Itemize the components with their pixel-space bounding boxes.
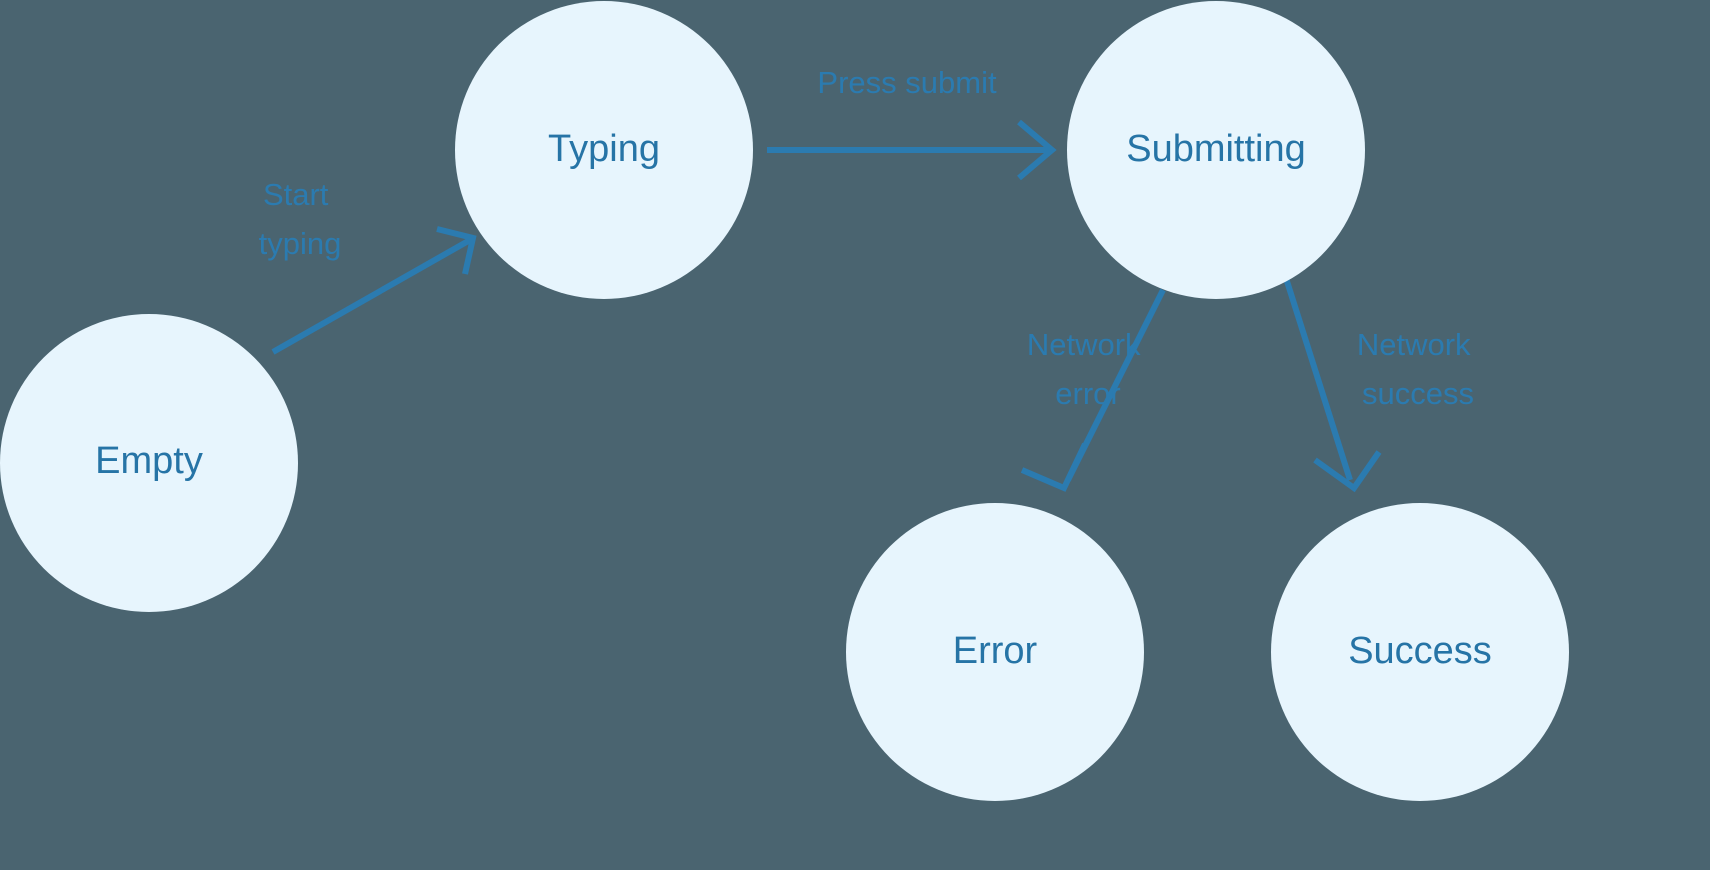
edge-empty-to-typing (271, 226, 477, 355)
state-node-label-typing: Typing (548, 128, 660, 170)
arrowhead-typing-to-submitting (1017, 119, 1057, 181)
state-node-label-error: Error (953, 630, 1038, 672)
arrowhead-submitting-to-success (1313, 450, 1382, 493)
edge-line-submitting-to-success (1282, 274, 1353, 481)
edge-line-empty-to-typing (271, 237, 472, 355)
edge-label-network-error: Network error (1027, 327, 1149, 411)
edge-label-network-success: Network success (1357, 327, 1479, 411)
edge-typing-to-submitting (767, 119, 1057, 181)
edge-submitting-to-error (1020, 288, 1166, 492)
edge-submitting-to-success (1282, 274, 1382, 493)
state-node-circle-success[interactable] (1271, 503, 1569, 801)
state-node-circle-typing[interactable] (455, 1, 753, 299)
state-node-success[interactable]: Success (1271, 503, 1569, 801)
state-node-label-submitting: Submitting (1126, 128, 1306, 170)
state-node-typing[interactable]: Typing (455, 1, 753, 299)
state-node-circle-submitting[interactable] (1067, 1, 1365, 299)
edge-label-line: Network (1357, 327, 1471, 362)
edge-label-press-submit: Press submit (817, 65, 997, 100)
edge-label-line: Network (1027, 327, 1141, 362)
edge-label-line: success (1362, 376, 1474, 411)
edge-label-line: error (1055, 376, 1120, 411)
edge-label-line: typing (259, 226, 342, 261)
state-node-circle-empty[interactable] (0, 314, 298, 612)
state-node-label-success: Success (1348, 630, 1492, 672)
edge-label-line: Press submit (817, 65, 997, 100)
state-node-circle-error[interactable] (846, 503, 1144, 801)
state-node-error[interactable]: Error (846, 503, 1144, 801)
state-node-label-empty: Empty (95, 440, 203, 482)
edge-label-start-typing: Start typing (259, 177, 342, 261)
arrowhead-empty-to-typing (436, 226, 477, 275)
state-node-submitting[interactable]: Submitting (1067, 1, 1365, 299)
edge-label-line: Start (263, 177, 329, 212)
arrowhead-submitting-to-error (1020, 442, 1088, 492)
state-node-empty[interactable]: Empty (0, 314, 298, 612)
